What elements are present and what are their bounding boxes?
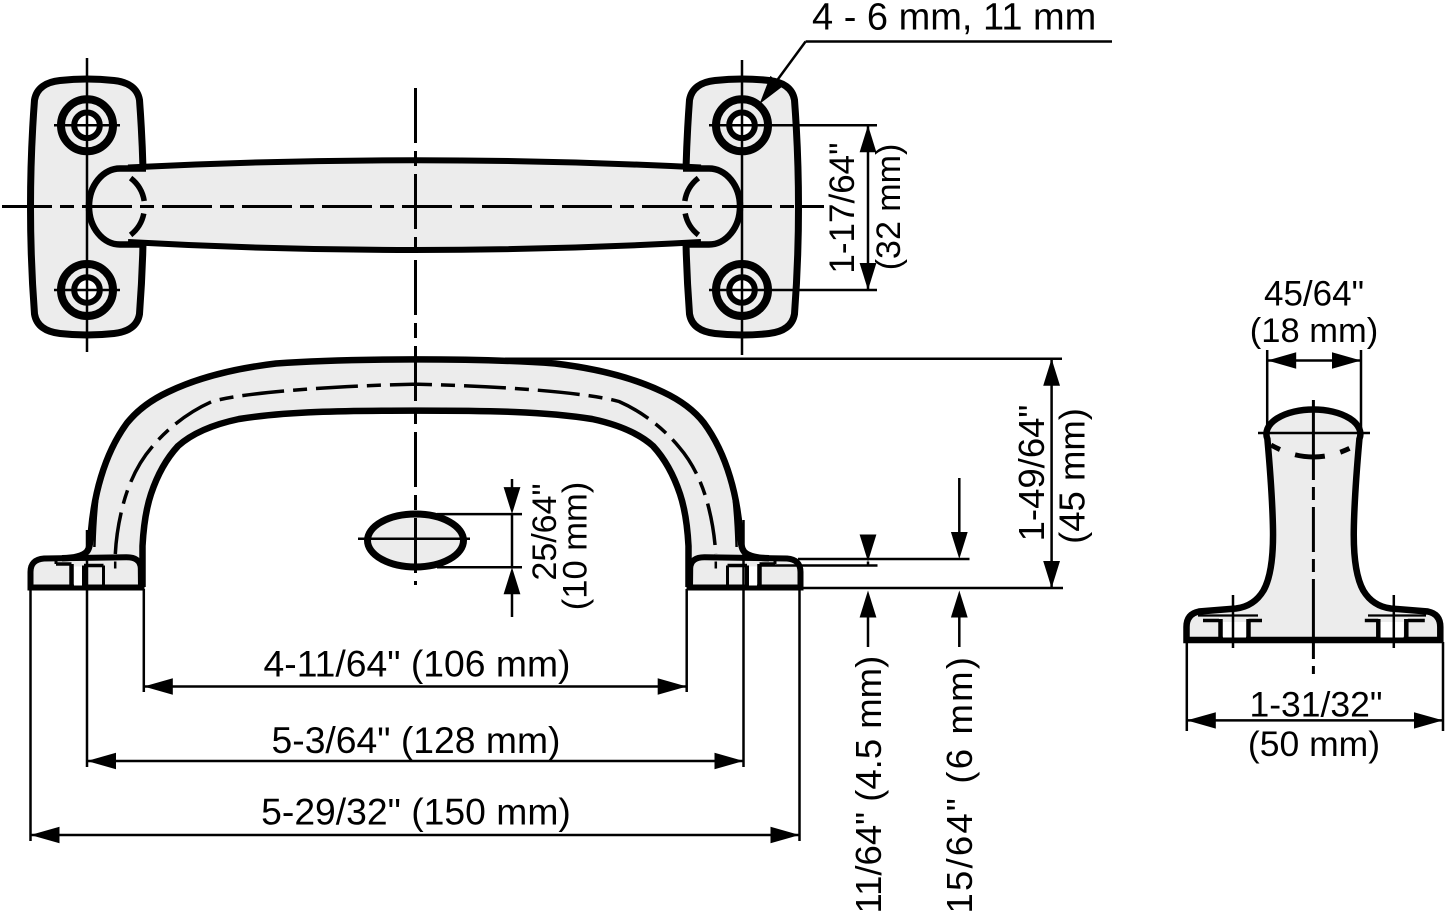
svg-text:(18 mm): (18 mm) (1250, 312, 1378, 350)
svg-text:1-17/64": 1-17/64" (823, 142, 862, 273)
svg-text:15/64" (6 mm): 15/64" (6 mm) (939, 655, 980, 913)
svg-text:4-11/64" (106 mm): 4-11/64" (106 mm) (264, 643, 571, 685)
svg-text:25/64": 25/64" (526, 483, 564, 580)
svg-text:1-49/64": 1-49/64" (1011, 405, 1052, 542)
svg-text:(10 mm): (10 mm) (557, 482, 595, 610)
svg-text:45/64": 45/64" (1264, 274, 1364, 313)
svg-text:(50 mm): (50 mm) (1248, 724, 1380, 764)
svg-text:1-31/32": 1-31/32" (1249, 684, 1382, 724)
svg-text:5-29/32" (150 mm): 5-29/32" (150 mm) (261, 791, 571, 833)
svg-text:4 - 6 mm, 11 mm: 4 - 6 mm, 11 mm (812, 0, 1096, 39)
svg-text:(32 mm): (32 mm) (870, 144, 908, 271)
svg-text:11/64" (4.5 mm): 11/64" (4.5 mm) (848, 656, 889, 913)
svg-text:5-3/64" (128 mm): 5-3/64" (128 mm) (272, 719, 561, 761)
svg-text:(45 mm): (45 mm) (1052, 408, 1093, 544)
